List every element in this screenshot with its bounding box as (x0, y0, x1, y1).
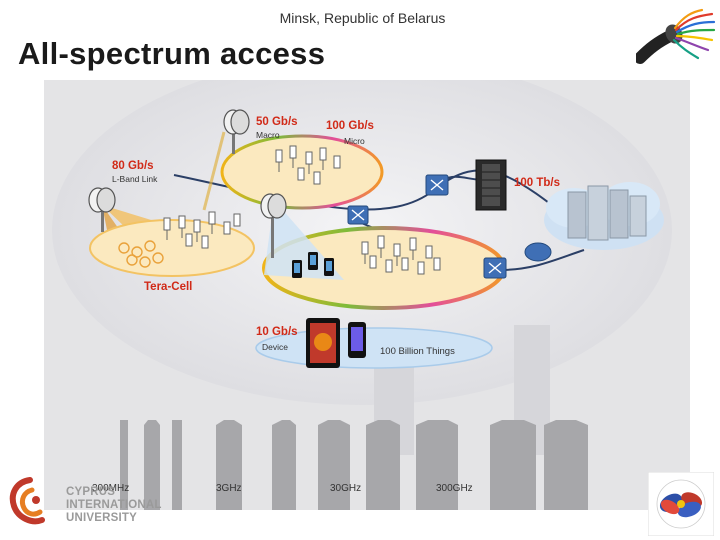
data-center-cloud-icon (544, 182, 664, 250)
freq-label-1: 3GHz (216, 483, 242, 494)
macro-rate-label: 50 Gb/s (256, 116, 298, 128)
micro-label: Micro (344, 136, 365, 146)
lband-label: L-Band Link (112, 174, 158, 184)
device-label: Device (262, 342, 288, 352)
server-rack-icon (475, 159, 507, 211)
university-name-line3: UNIVERSITY (66, 512, 138, 524)
cell-tower-icon (223, 109, 250, 154)
spectrum-diagram: 50 Gb/s Macro 100 Gb/s Micro 80 Gb/s L-B… (44, 80, 690, 510)
lband-rate-label: 80 Gb/s (112, 160, 154, 172)
freq-label-0: 300MHz (92, 483, 130, 494)
flower-emblem-icon (648, 472, 714, 536)
freq-label-2: 30GHz (330, 483, 362, 494)
macro-label: Macro (256, 130, 280, 140)
fiber-cable-icon (636, 8, 716, 64)
core-rate-label: 100 Tb/s (514, 177, 561, 189)
header-location: Minsk, Republic of Belarus (279, 10, 446, 26)
slide-title: All-spectrum access (18, 36, 326, 71)
phone-icon (348, 322, 366, 358)
phone-icon (292, 252, 334, 278)
things-label: 100 Billion Things (380, 346, 455, 357)
university-name-line2: INTERNATIONAL (66, 499, 162, 511)
university-name-line1: CYPRUS (66, 486, 116, 498)
tablet-icon (306, 318, 340, 368)
micro-rate-label: 100 Gb/s (326, 120, 374, 132)
university-logo-icon (9, 477, 45, 525)
device-rate-label: 10 Gb/s (256, 326, 298, 338)
teracell-label: Tera-Cell (144, 281, 193, 293)
network-illustration (52, 80, 672, 510)
university-logo: CYPRUS INTERNATIONAL UNIVERSITY (6, 476, 166, 526)
freq-label-3: 300GHz (436, 483, 473, 494)
